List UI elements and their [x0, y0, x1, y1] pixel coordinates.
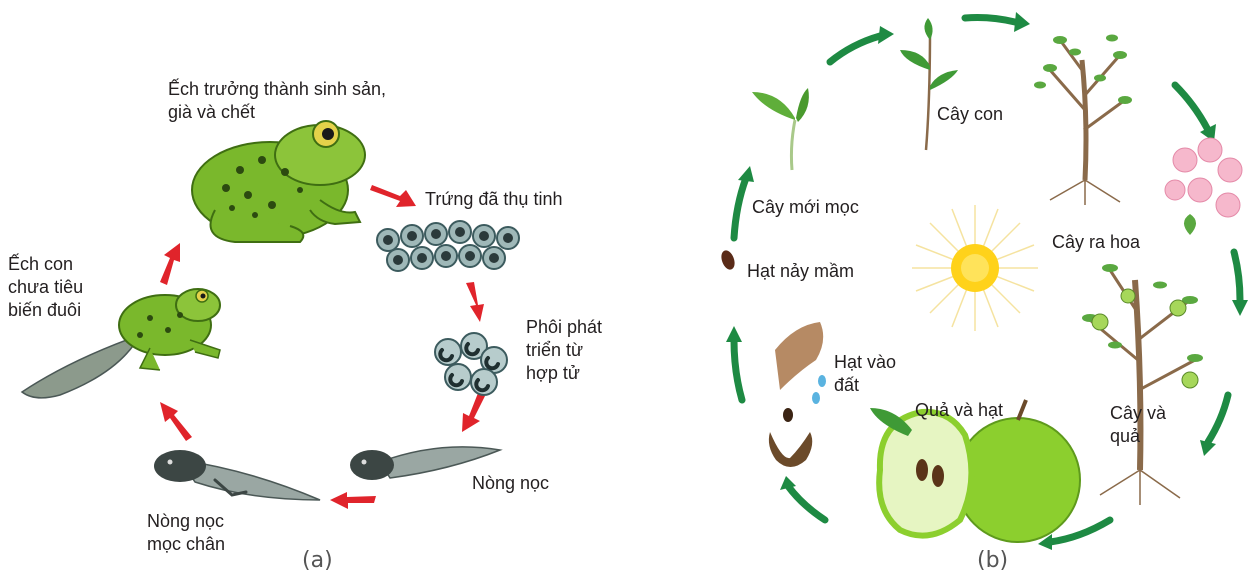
red-arrow-legs-to-froglet	[160, 402, 192, 441]
red-arrow-embryo-to-tadpole	[462, 393, 485, 432]
green-arrow-left-1	[788, 486, 825, 520]
green-arrow-right-1	[1175, 85, 1208, 130]
red-arrow-eggs-to-embryo	[466, 282, 484, 322]
green-arrowhead-top-2	[1014, 12, 1030, 32]
label-adult-frog: Ếch trưởng thành sinh sản, già và chết	[168, 78, 386, 124]
green-arrow-top-1	[830, 36, 880, 62]
red-arrow-tadpole-to-legs	[330, 492, 376, 509]
caption-b: (b)	[977, 548, 1008, 573]
germinating-seed-illustration	[719, 249, 737, 272]
label-tadpole-with-legs: Nòng nọc mọc chân	[147, 510, 225, 556]
green-arrowhead-left-3	[738, 166, 754, 182]
label-flowering-tree: Cây ra hoa	[1052, 231, 1140, 254]
frog-life-cycle-panel: Ếch trưởng thành sinh sản, già và chết T…	[0, 0, 620, 579]
label-germinating-seed: Hạt nảy mầm	[747, 260, 854, 283]
sprout-illustration	[752, 88, 809, 170]
label-seedling: Cây con	[937, 103, 1003, 126]
adult-frog-illustration	[192, 121, 365, 242]
fruit-tree-illustration	[1082, 264, 1203, 505]
embryo-illustration	[435, 333, 507, 395]
red-arrow-froglet-to-adult	[160, 243, 180, 285]
label-seed-into-soil: Hạt vào đất	[834, 351, 896, 397]
label-sprout: Cây mới mọc	[752, 196, 859, 219]
green-arrow-top-2	[965, 18, 1015, 23]
label-froglet: Ếch con chưa tiêu biến đuôi	[8, 253, 83, 322]
green-arrow-right-3	[1208, 395, 1228, 442]
tadpole-with-legs-illustration	[154, 450, 320, 500]
caption-a: (a)	[302, 548, 333, 573]
sun-illustration	[912, 205, 1038, 331]
green-arrowhead-right-2	[1232, 300, 1248, 316]
green-arrow-left-3	[734, 178, 746, 238]
label-fertilized-eggs: Trứng đã thụ tinh	[425, 188, 562, 211]
plant-life-cycle-panel: Cây con Cây ra hoa Cây và quả Quả và hạt…	[630, 0, 1259, 579]
green-arrowhead-right-3	[1200, 440, 1216, 456]
label-embryo: Phôi phát triển từ hợp tử	[526, 316, 602, 385]
green-arrowhead-left-2	[726, 326, 742, 342]
seedling-illustration	[900, 18, 958, 150]
label-fruiting-tree: Cây và quả	[1110, 402, 1166, 448]
label-fruit-and-seed: Quả và hạt	[915, 399, 1003, 422]
red-arrow-adult-to-eggs	[370, 185, 416, 207]
green-arrowhead-top-1	[878, 26, 894, 44]
plant-cycle-graphics	[630, 0, 1259, 579]
seed-into-soil-illustration	[769, 322, 826, 467]
label-tadpole: Nòng nọc	[472, 472, 549, 495]
green-arrow-left-2	[734, 340, 742, 400]
fertilized-eggs-illustration	[377, 221, 519, 271]
green-arrow-right-2	[1234, 252, 1240, 300]
